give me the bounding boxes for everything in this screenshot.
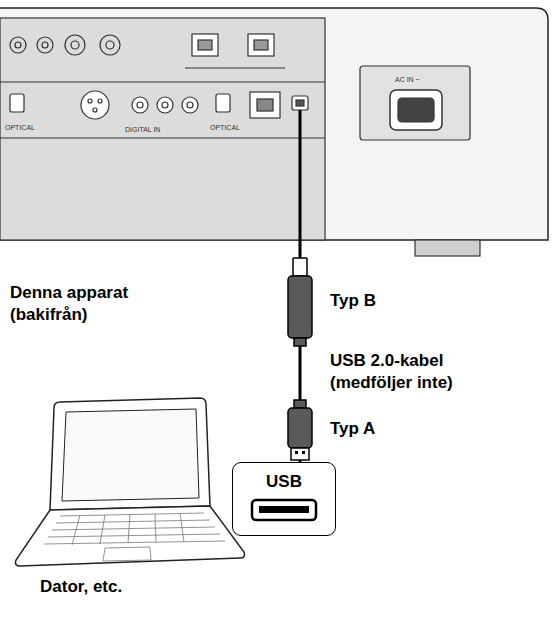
drawing-part [182, 97, 198, 113]
drawing-part [128, 514, 130, 543]
drawing-part [288, 276, 312, 338]
plug-label: Typ B [330, 290, 450, 312]
plug-label: Typ A [330, 418, 450, 440]
port-label: OPTICAL [5, 124, 35, 132]
drawing-part [294, 338, 306, 346]
drawing-part [88, 99, 92, 103]
drawing-part [56, 520, 210, 523]
drawing-part [162, 102, 168, 108]
label-holder: OPTICAL [210, 124, 240, 132]
type-b-plug [288, 258, 312, 346]
drawing-part [100, 35, 120, 55]
drawing-part [60, 513, 204, 516]
drawing-part [48, 534, 220, 537]
drawing-part [295, 451, 298, 454]
usb-callout-ground [232, 462, 336, 536]
drawing-part [10, 94, 24, 112]
drawing-part [390, 90, 442, 130]
drawing-part [50, 398, 210, 510]
drawing-part [259, 506, 309, 513]
label-holder: DIGITAL IN [125, 126, 160, 134]
drawing-part [137, 102, 143, 108]
label-holder: Typ B [330, 290, 450, 312]
drawing-part [65, 35, 85, 55]
drawing-part [98, 99, 102, 103]
label-holder: OPTICAL [5, 124, 35, 132]
device-rear-panel [0, 8, 548, 256]
drawing-part [0, 18, 325, 240]
cable-label: USB 2.0-kabel (medföljer inte) [330, 350, 490, 394]
drawing-part [292, 96, 308, 110]
drawing-part [288, 408, 312, 448]
drawing-part [294, 400, 306, 408]
drawing-part [100, 515, 105, 544]
drawing-part [16, 506, 245, 566]
drawing-part [93, 108, 97, 112]
drawing-part [42, 42, 48, 48]
drawing-part [250, 92, 280, 118]
drawing-part [72, 515, 80, 545]
drawing-part [10, 37, 26, 53]
drawing-part [71, 41, 79, 49]
type-a-plug [288, 400, 312, 460]
drawing-part [198, 40, 212, 50]
drawing-part [296, 100, 304, 106]
drawing-part [293, 258, 307, 276]
drawing-part [248, 34, 274, 56]
drawing-part [360, 66, 470, 140]
drawing-part [415, 240, 480, 256]
drawing-part [0, 8, 548, 240]
node-text: USB [233, 471, 335, 493]
drawing-part [62, 409, 199, 501]
port-label: OPTICAL [210, 124, 240, 132]
drawing-part [180, 513, 184, 542]
drawing-part [15, 42, 21, 48]
drawing-part [81, 91, 109, 119]
drawing-part [0, 81, 325, 82]
drawing-part [254, 40, 268, 50]
label-holder: Typ A [330, 418, 450, 440]
label-holder: USB 2.0-kabel (medföljer inte) [330, 350, 490, 394]
drawing-part [232, 462, 336, 536]
drawing-part [302, 451, 305, 454]
drawing-part [192, 34, 218, 56]
drawing-part [103, 547, 151, 561]
drawing-part [37, 37, 53, 53]
drawing-part [106, 41, 114, 49]
drawing-part [291, 448, 309, 460]
drawing-part [157, 97, 173, 113]
drawing-part [187, 102, 193, 108]
laptop [16, 398, 245, 566]
drawing-part [216, 94, 230, 112]
usb-port-callout: USB [232, 462, 336, 536]
device-rear: Denna apparat (bakifrån) [0, 0, 548, 245]
drawing-part [257, 99, 273, 111]
computer: Dator, etc. [10, 398, 246, 568]
drawing-part [44, 513, 225, 561]
drawing-part [185, 67, 285, 68]
drawing-part [299, 110, 302, 246]
drawing-part [252, 500, 316, 520]
drawing-part [155, 514, 156, 542]
node-text: Denna apparat (bakifrån) [10, 282, 160, 326]
node-text: Dator, etc. [40, 576, 190, 598]
port-label: AC IN ~ [395, 76, 420, 84]
drawing-part [44, 541, 225, 544]
label-holder: AC IN ~ [395, 76, 420, 84]
section-label: DIGITAL IN [125, 126, 160, 134]
drawing-part [132, 97, 148, 113]
drawing-part [398, 98, 434, 122]
drawing-part [0, 137, 325, 138]
